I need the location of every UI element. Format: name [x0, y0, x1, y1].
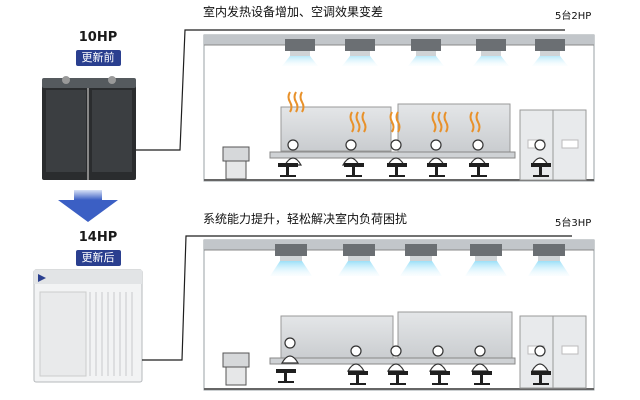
office-chair-icon — [278, 163, 551, 177]
before-tag: 更新前 — [75, 50, 121, 66]
heat-wave-icon — [287, 91, 481, 133]
outdoor-unit-before — [42, 76, 136, 180]
indoor-cassette-icon — [338, 244, 380, 276]
partition-panel — [280, 315, 394, 361]
indoor-cassette-icon — [473, 39, 509, 66]
indoor-cassette-icon — [270, 244, 312, 276]
indoor-cassette-icon — [532, 39, 568, 66]
after-count: 5台3HP — [555, 218, 592, 229]
partition-panel — [397, 103, 511, 153]
indoor-cassette-icon — [408, 39, 444, 66]
after-tag: 更新后 — [75, 250, 121, 266]
indoor-cassette-icon — [465, 244, 507, 276]
before-count: 5台2HP — [555, 11, 592, 22]
after-hp-text: 14HP — [78, 230, 118, 245]
down-arrow-icon — [58, 190, 118, 222]
indoor-cassette-icon — [282, 39, 318, 66]
desk — [269, 357, 516, 365]
before-heading: 室内发热设备增加、空调效果变差 — [203, 5, 384, 19]
indoor-cassette-icon — [400, 244, 442, 276]
refrigerant-pipe-after — [142, 235, 572, 361]
partition-panel — [397, 311, 513, 361]
outdoor-unit-after — [33, 269, 143, 383]
printer-icon — [222, 146, 250, 180]
after-heading: 系统能力提升，轻松解决室内负荷困扰 — [203, 212, 408, 226]
indoor-cassette-icon — [342, 39, 378, 66]
before-hp-text: 10HP — [78, 30, 118, 45]
door-icon — [519, 315, 587, 389]
door-icon — [519, 109, 587, 181]
partition-panel — [280, 106, 392, 152]
office-worker-icon — [280, 337, 550, 372]
office-chair-icon — [276, 369, 551, 385]
after-unit-label: 14HP 更新后 — [58, 230, 138, 266]
indoor-cassette-icon — [528, 244, 570, 276]
refrigerant-pipe-before — [136, 29, 565, 151]
desk — [269, 151, 516, 159]
printer-icon — [222, 352, 250, 386]
before-unit-label: 10HP 更新前 — [58, 30, 138, 66]
